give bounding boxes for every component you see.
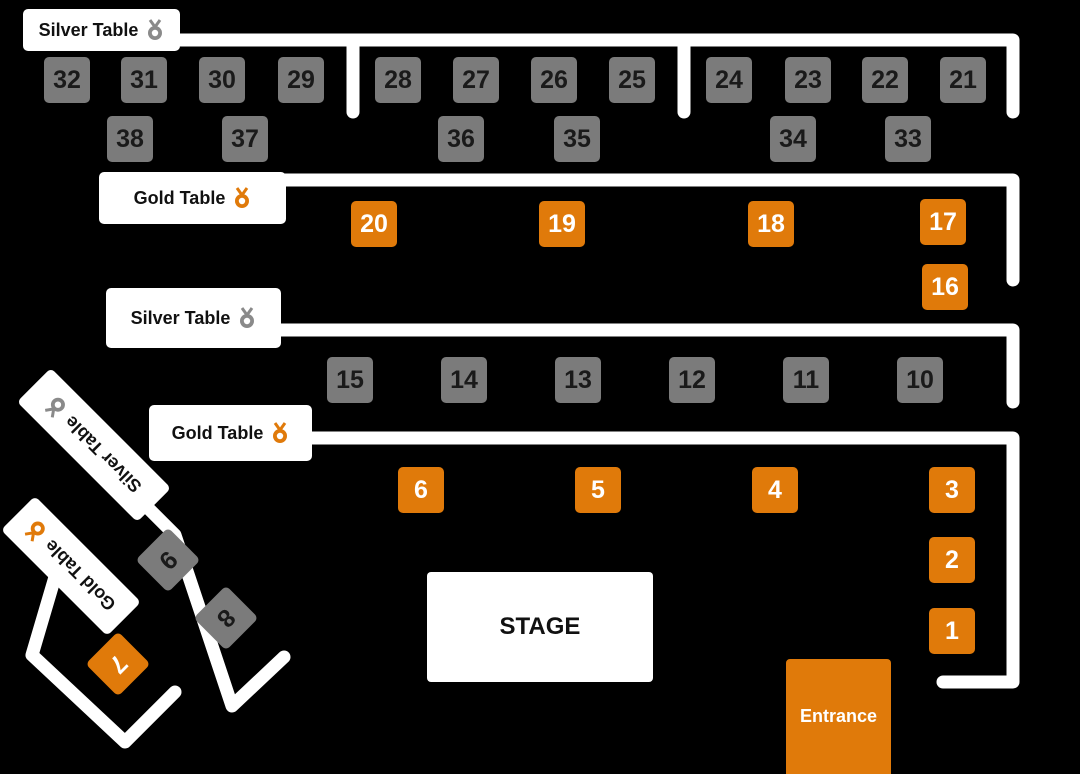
seat-12[interactable]: 12: [669, 357, 715, 403]
seat-11[interactable]: 11: [783, 357, 829, 403]
seat-19[interactable]: 19: [539, 201, 585, 247]
seat-1[interactable]: 1: [929, 608, 975, 654]
seat-16[interactable]: 16: [922, 264, 968, 310]
seat-22[interactable]: 22: [862, 57, 908, 103]
seat-13[interactable]: 13: [555, 357, 601, 403]
gold-table-rail: [283, 431, 1020, 689]
seat-28[interactable]: 28: [375, 57, 421, 103]
seat-18[interactable]: 18: [748, 201, 794, 247]
silver-table-rail: [143, 33, 1020, 119]
seat-33[interactable]: 33: [885, 116, 931, 162]
silver-table-label[interactable]: Silver Table: [16, 367, 172, 523]
seat-30[interactable]: 30: [199, 57, 245, 103]
gold-table-label[interactable]: Gold Table: [99, 172, 286, 224]
seat-10[interactable]: 10: [897, 357, 943, 403]
gold-medal-icon: [273, 422, 288, 443]
silver-table-text: Silver Table: [130, 307, 231, 328]
gold-medal-icon: [235, 187, 250, 208]
gold-table-label[interactable]: Gold Table: [0, 495, 142, 637]
gold-table-label[interactable]: Gold Table: [149, 405, 312, 461]
silver-medal-icon: [240, 307, 255, 328]
seat-36[interactable]: 36: [438, 116, 484, 162]
seat-38[interactable]: 38: [107, 116, 153, 162]
seat-23[interactable]: 23: [785, 57, 831, 103]
stage: STAGE: [427, 572, 653, 682]
gold-table-rail: [25, 553, 182, 749]
seat-32[interactable]: 32: [44, 57, 90, 103]
seat-14[interactable]: 14: [441, 357, 487, 403]
seat-4[interactable]: 4: [752, 467, 798, 513]
gold-table-rail: [243, 173, 1020, 287]
seat-25[interactable]: 25: [609, 57, 655, 103]
seat-29[interactable]: 29: [278, 57, 324, 103]
seat-5[interactable]: 5: [575, 467, 621, 513]
seat-35[interactable]: 35: [554, 116, 600, 162]
stage-label: STAGE: [499, 613, 581, 640]
silver-table-label[interactable]: Silver Table: [23, 9, 180, 51]
seat-17[interactable]: 17: [920, 199, 966, 245]
seat-27[interactable]: 27: [453, 57, 499, 103]
seat-31[interactable]: 31: [121, 57, 167, 103]
seat-24[interactable]: 24: [706, 57, 752, 103]
silver-table-text: Silver Table: [38, 19, 139, 40]
seat-6[interactable]: 6: [398, 467, 444, 513]
seat-15[interactable]: 15: [327, 357, 373, 403]
silver-table-rail: [243, 323, 1020, 409]
seat-34[interactable]: 34: [770, 116, 816, 162]
gold-table-text: Gold Table: [171, 422, 264, 443]
silver-table-label[interactable]: Silver Table: [106, 288, 281, 348]
gold-medal-icon: [24, 521, 45, 542]
entrance-label: Entrance: [799, 706, 878, 726]
seat-20[interactable]: 20: [351, 201, 397, 247]
seat-3[interactable]: 3: [929, 467, 975, 513]
seat-26[interactable]: 26: [531, 57, 577, 103]
seat-2[interactable]: 2: [929, 537, 975, 583]
gold-table-text: Gold Table: [133, 187, 226, 208]
entrance[interactable]: Entrance: [786, 659, 891, 774]
seat-21[interactable]: 21: [940, 57, 986, 103]
silver-medal-icon: [45, 397, 66, 418]
seat-37[interactable]: 37: [222, 116, 268, 162]
silver-medal-icon: [148, 19, 163, 40]
